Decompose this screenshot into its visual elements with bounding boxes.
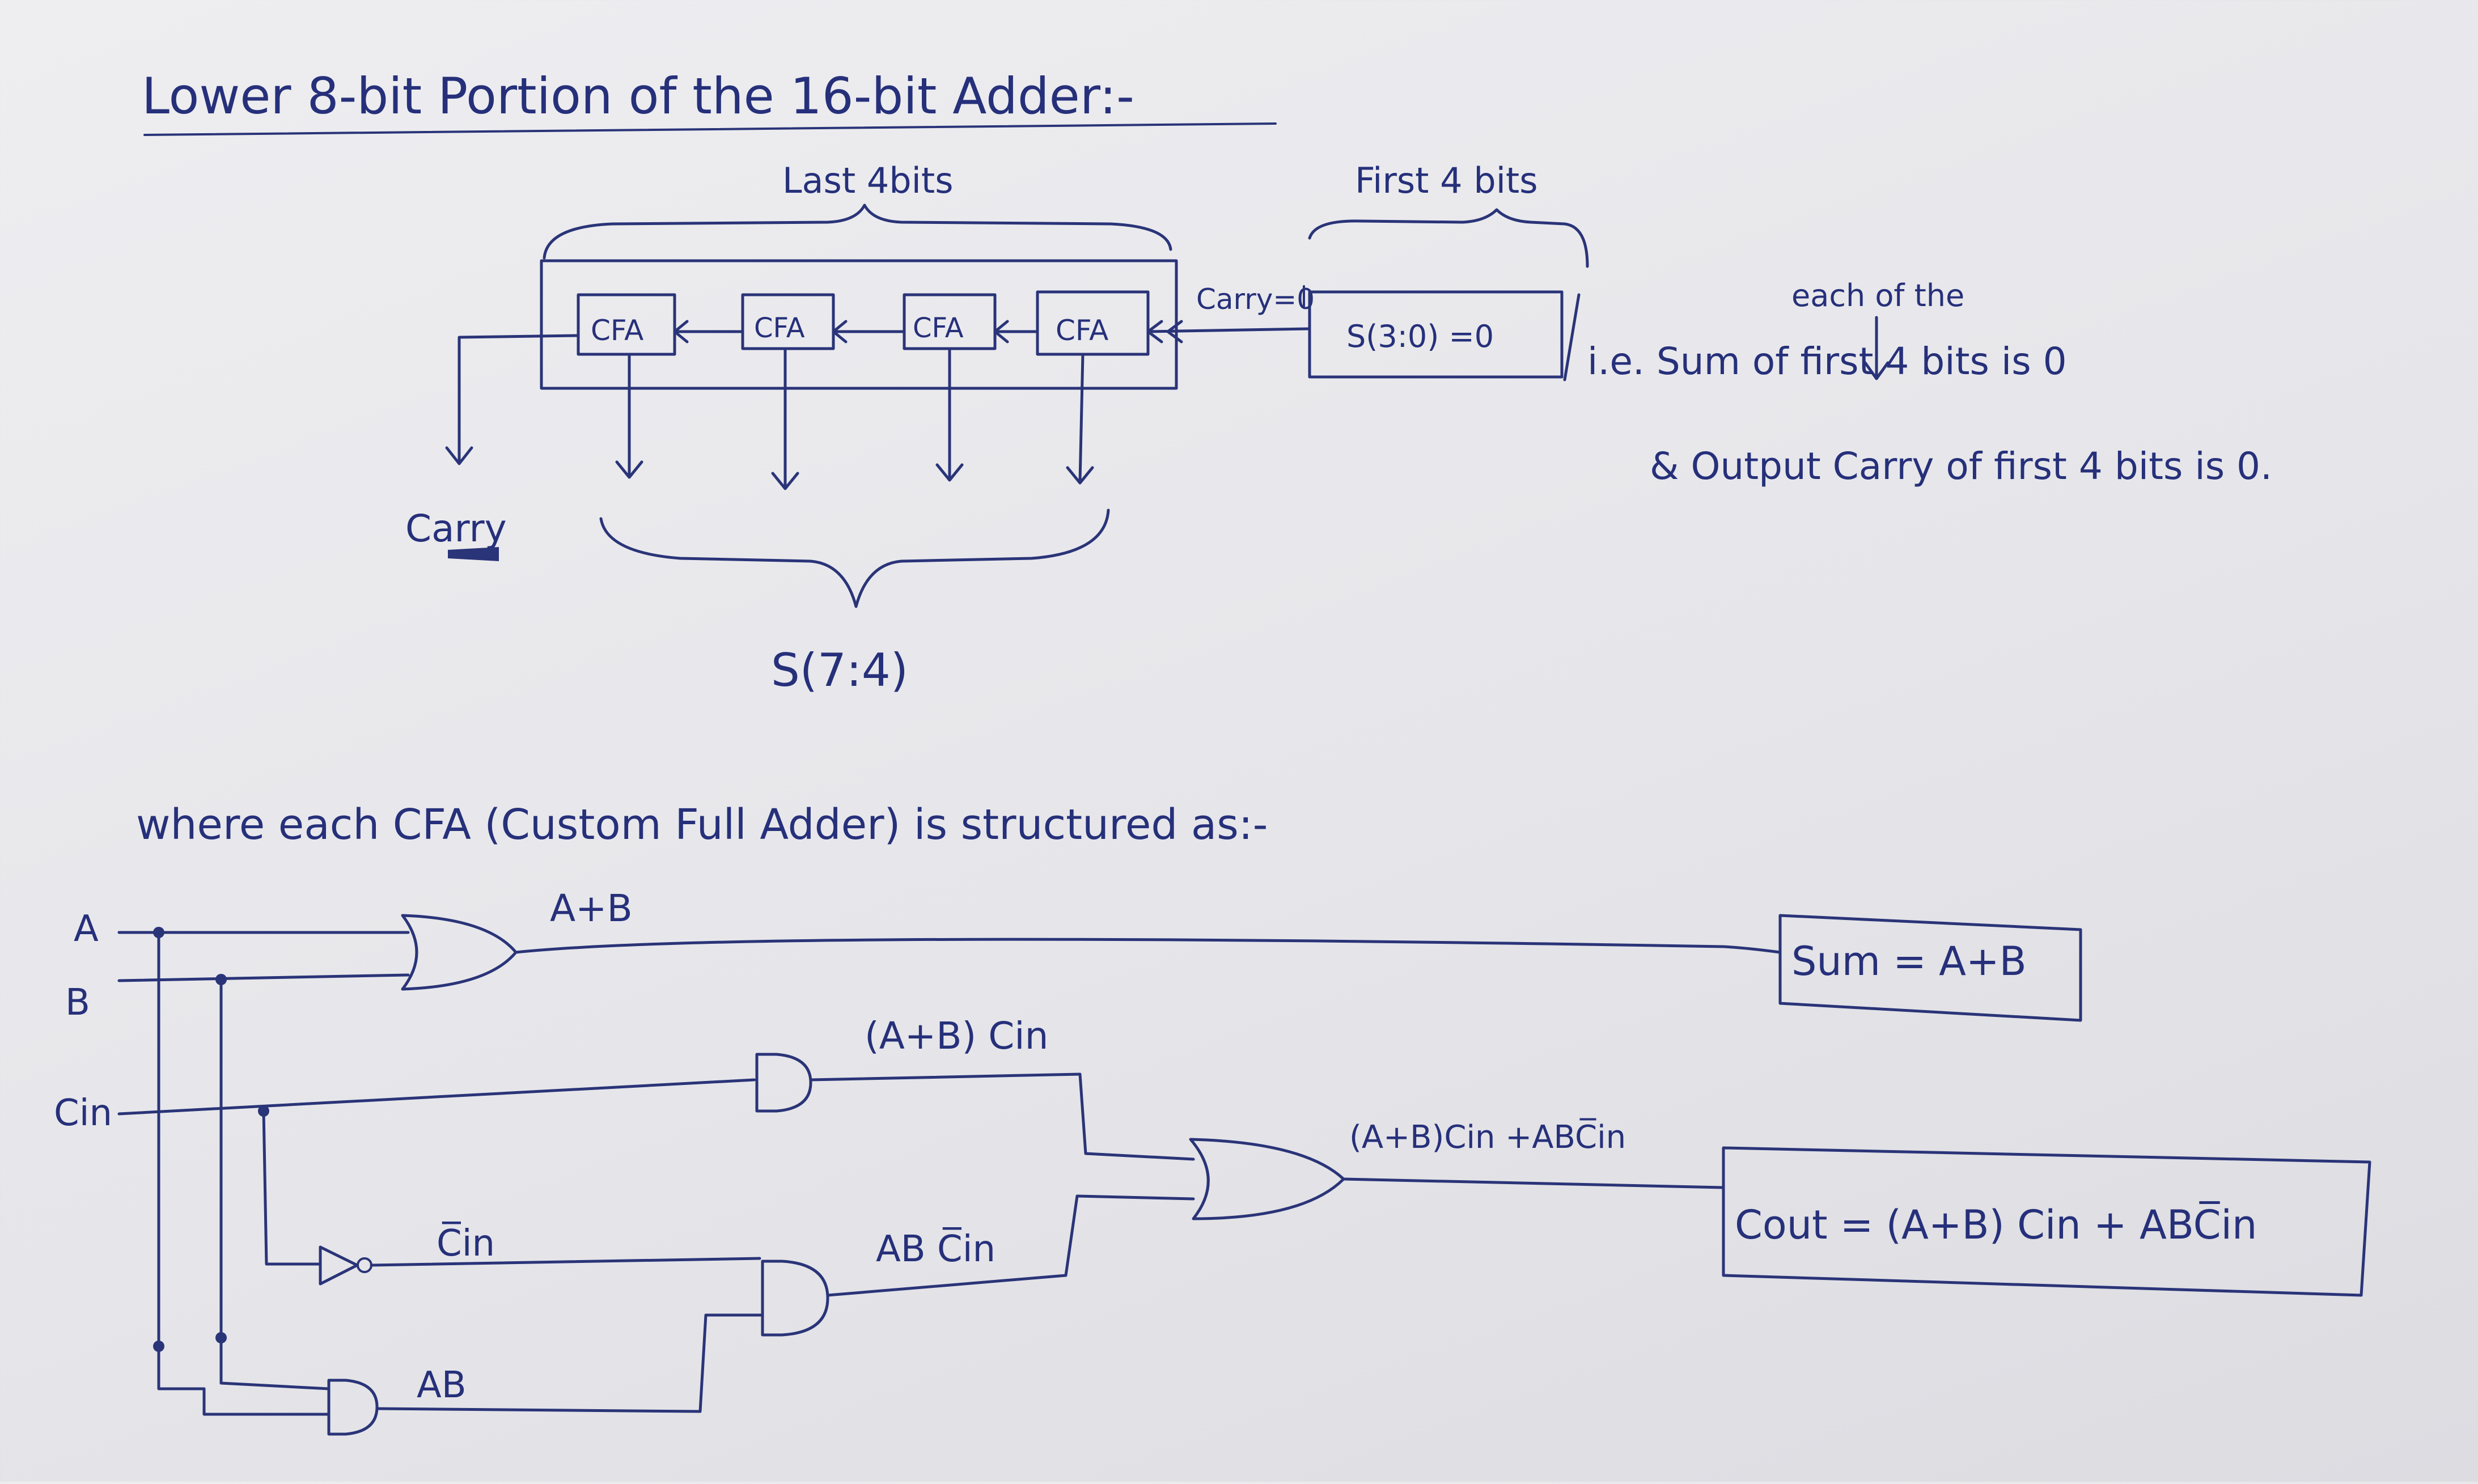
and3-output-label: AB	[417, 1364, 467, 1406]
input-cin-label: Cin	[54, 1092, 112, 1134]
and1-output-wire	[809, 1072, 1195, 1161]
notes-each-of-the: each of the	[1791, 278, 1964, 313]
cfa-label: CFA	[754, 312, 805, 344]
or2-output-label: (A+B)Cin +ABC̅in	[1349, 1118, 1626, 1156]
cfa-label: CFA	[913, 312, 964, 344]
and1-output-label: (A+B) Cin	[865, 1014, 1048, 1058]
not-gate	[319, 1245, 359, 1286]
sum-wire	[514, 938, 1782, 954]
first-sum-label: S(3:0) =0	[1346, 319, 1494, 354]
cfa-label: CFA	[1056, 314, 1108, 347]
and3-output-wire	[375, 1313, 764, 1413]
cfa-block-2: CFA	[741, 293, 835, 350]
sum-output-box	[1778, 914, 2082, 1022]
input-b-label: B	[65, 982, 90, 1024]
and2-output-wire	[826, 1194, 1195, 1297]
and-gate-3	[327, 1379, 379, 1436]
carry-out-label: Carry	[405, 507, 507, 550]
last-bits-label: Last 4bits	[782, 160, 954, 201]
first-sum-box-edge	[1563, 293, 1581, 381]
sum-range-label: S(7:4)	[771, 644, 908, 697]
or-gate-2	[1189, 1138, 1345, 1220]
and-gate-2	[761, 1260, 829, 1337]
not-gate-bubble	[357, 1257, 372, 1273]
cfa-block-1: CFA	[577, 293, 676, 356]
sum-output-arrows	[615, 347, 1094, 490]
carry-chain	[673, 320, 1311, 344]
and2-output-label: AB C̅in	[876, 1227, 996, 1270]
junction-dots	[153, 927, 269, 1352]
not-output-wire	[370, 1257, 761, 1267]
notes-line-2: & Output Carry of first 4 bits is 0.	[1650, 444, 2272, 488]
title-underline	[143, 122, 1277, 136]
input-wires	[117, 931, 756, 1416]
first-sum-box	[1308, 290, 1564, 379]
input-a-label: A	[74, 908, 99, 950]
notes-line-1: i.e. Sum of first 4 bits is 0	[1587, 340, 2067, 383]
and-gate-1	[755, 1053, 812, 1113]
sum-range-brace	[599, 508, 1110, 608]
or-output-label: A+B	[550, 887, 633, 930]
sum-output-label: Sum = A+B	[1791, 938, 2027, 985]
cfa-block-3: CFA	[903, 293, 997, 350]
cfa-label: CFA	[591, 314, 643, 347]
cout-output-box	[1722, 1146, 2371, 1297]
carry-out-arrow	[445, 334, 580, 465]
cfa-block-4: CFA	[1036, 290, 1150, 356]
last-bits-brace	[543, 203, 1172, 260]
cout-output-label: Cout = (A+B) Cin + ABC̅in	[1735, 1201, 2257, 1248]
cfa-caption: where each CFA (Custom Full Adder) is st…	[136, 800, 1268, 849]
first-bits-brace	[1308, 208, 1589, 268]
carry-scribble	[448, 547, 499, 561]
not-output-label: C̅in	[437, 1221, 495, 1265]
or2-output-wire	[1342, 1177, 1725, 1189]
first-bits-label: First 4 bits	[1355, 160, 1538, 201]
or-gate-1	[401, 914, 518, 991]
notes-arrow	[1863, 316, 1890, 380]
carry-in-label: Carry=0	[1196, 283, 1315, 316]
page-title: Lower 8-bit Portion of the 16-bit Adder:…	[142, 67, 1134, 125]
